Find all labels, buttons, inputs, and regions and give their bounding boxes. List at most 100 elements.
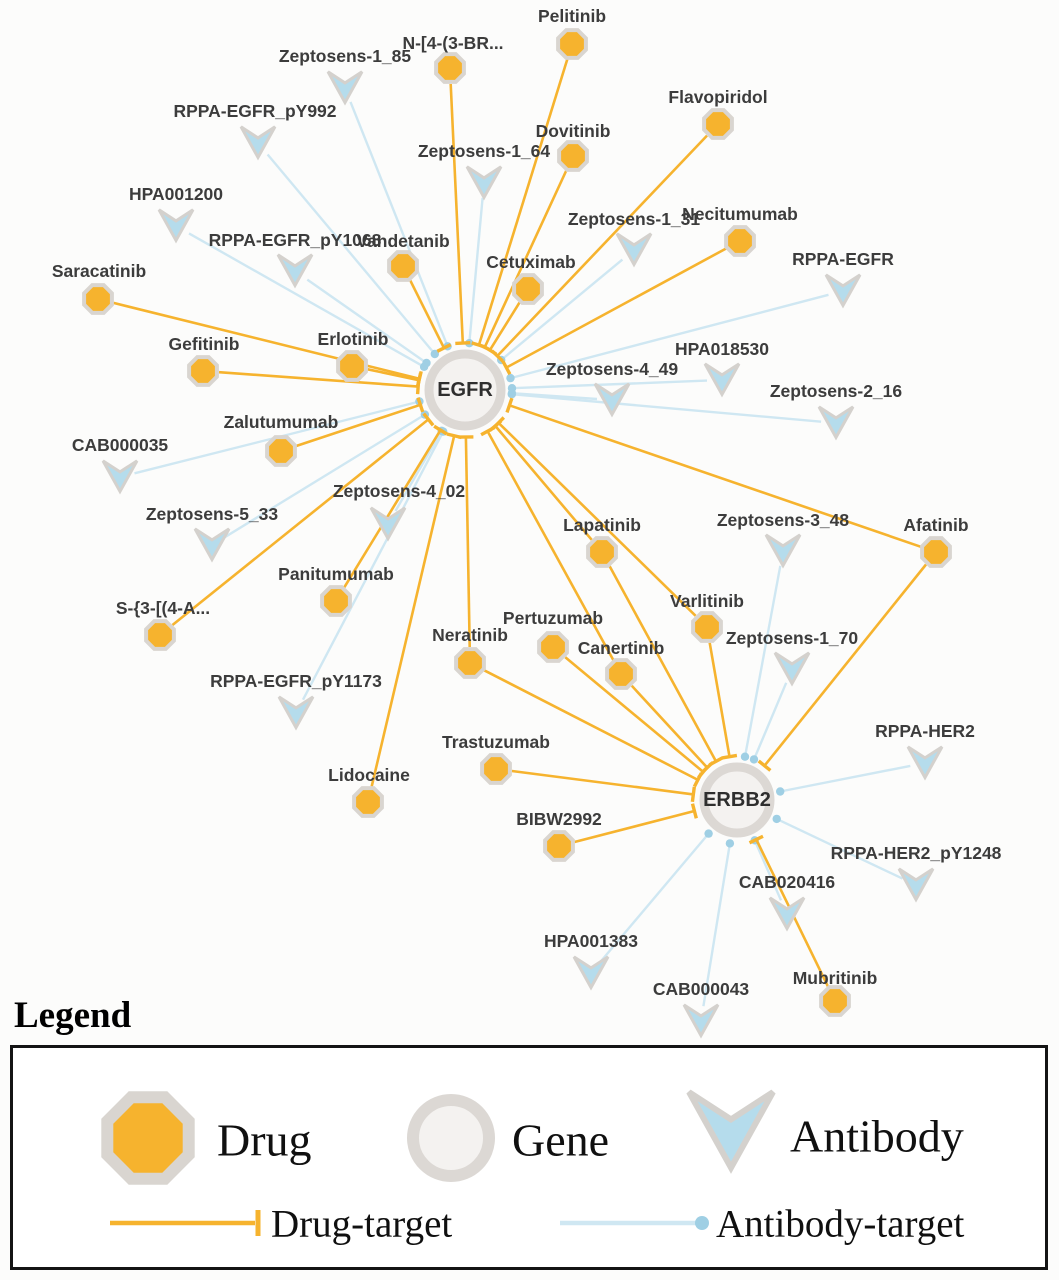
drug-target-edge — [574, 803, 698, 844]
antibody-node-hpa001200[interactable] — [157, 208, 195, 244]
node-label-necitumumab: Necitumumab — [682, 204, 798, 224]
legend-title: Legend — [14, 995, 132, 1036]
antibody-node-zeptosens-1-64[interactable] — [465, 165, 503, 201]
antibody-target-edge — [702, 839, 735, 1007]
gene-label-erbb2: ERBB2 — [703, 789, 771, 811]
drug-node-vandetanib[interactable] — [387, 250, 419, 282]
antibody-node-zeptosens-1-85[interactable] — [326, 70, 364, 106]
drug-node-zalutumumab[interactable] — [265, 435, 297, 467]
drug-target-edge — [449, 83, 471, 346]
edge-layer — [113, 58, 928, 1007]
antibody-node-cab000035[interactable] — [101, 459, 139, 495]
node-label-rppa-egfr-py1068: RPPA-EGFR_pY1068 — [209, 230, 382, 250]
drug-node-panitumumab[interactable] — [320, 585, 352, 617]
antibody-node-hpa001383[interactable] — [572, 955, 610, 991]
node-label-zeptosens-4-02: Zeptosens-4_02 — [333, 481, 466, 501]
node-label-afatinib: Afatinib — [903, 515, 968, 535]
legend-gene-icon — [407, 1094, 495, 1182]
node-label-vandetanib: Vandetanib — [356, 231, 449, 251]
legend-antibody-icon — [686, 1089, 776, 1174]
drug-target-edge — [630, 684, 714, 774]
antibody-target-edge — [465, 197, 484, 348]
node-label-neratinib: Neratinib — [432, 625, 508, 645]
antibody-node-rppa-egfr-py992[interactable] — [239, 125, 277, 161]
node-label-flavopiridol: Flavopiridol — [668, 87, 767, 107]
antibody-node-rppa-her2[interactable] — [906, 745, 944, 781]
antibody-node-cab000043[interactable] — [682, 1003, 720, 1039]
drug-target-edge — [492, 416, 697, 617]
node-label-rppa-egfr-py992: RPPA-EGFR_pY992 — [173, 101, 336, 121]
node-label-dovitinib: Dovitinib — [536, 121, 611, 141]
drug-node-saracatinib[interactable] — [82, 283, 114, 315]
node-label-trastuzumab: Trastuzumab — [442, 732, 550, 752]
drug-node-necitumumab[interactable] — [724, 225, 756, 257]
node-label-n-4-3-br: N-[4-(3-BR... — [402, 33, 503, 53]
antibody-target-edge — [776, 764, 911, 796]
antibody-node-zeptosens-1-70[interactable] — [773, 651, 811, 687]
antibody-target-edge — [497, 258, 624, 365]
gene-label-egfr: EGFR — [437, 379, 493, 401]
drug-node-trastuzumab[interactable] — [480, 753, 512, 785]
antibody-target-edge — [749, 682, 788, 764]
antibody-node-zeptosens-5-33[interactable] — [193, 527, 231, 563]
drug-target-edge — [490, 134, 708, 363]
drug-node-flavopiridol[interactable] — [702, 108, 734, 140]
drug-node-dovitinib[interactable] — [557, 140, 589, 172]
drug-target-edge — [458, 435, 474, 648]
node-label-varlitinib: Varlitinib — [670, 591, 744, 611]
antibody-target-edge — [772, 814, 904, 880]
node-label-zeptosens-2-16: Zeptosens-2_16 — [770, 381, 903, 401]
antibody-node-zeptosens-1-31[interactable] — [615, 232, 653, 268]
drug-node-cetuximab[interactable] — [512, 273, 544, 305]
node-label-s-3-4-a: S-{3-[(4-A... — [116, 598, 210, 618]
legend-antibody-target-label: Antibody-target — [716, 1202, 965, 1246]
drug-node-neratinib[interactable] — [454, 647, 486, 679]
drug-node-lidocaine[interactable] — [352, 786, 384, 818]
drug-target-edge — [505, 397, 922, 549]
drug-node-canertinib[interactable] — [605, 658, 637, 690]
drug-target-edge — [483, 669, 703, 788]
antibody-node-hpa018530[interactable] — [703, 362, 741, 398]
node-label-zalutumumab: Zalutumumab — [224, 412, 339, 432]
drug-node-s-3-4-a[interactable] — [144, 619, 176, 651]
node-label-zeptosens-1-64: Zeptosens-1_64 — [418, 141, 551, 161]
drug-target-edge — [409, 279, 452, 353]
antibody-node-rppa-her2-py1248[interactable] — [897, 867, 935, 903]
legend-drug-target-icon — [110, 1210, 261, 1236]
antibody-node-rppa-egfr-py1068[interactable] — [276, 253, 314, 289]
drug-node-bibw2992[interactable] — [543, 830, 575, 862]
drug-target-edge — [343, 424, 448, 588]
antibody-node-cab020416[interactable] — [768, 896, 806, 932]
drug-node-gefitinib[interactable] — [187, 355, 219, 387]
antibody-node-zeptosens-4-02[interactable] — [369, 506, 407, 542]
node-label-cab000043: CAB000043 — [653, 979, 750, 999]
node-label-mubritinib: Mubritinib — [793, 968, 878, 988]
antibody-node-rppa-egfr[interactable] — [824, 273, 862, 309]
node-label-hpa001383: HPA001383 — [544, 931, 638, 951]
antibody-node-zeptosens-2-16[interactable] — [817, 405, 855, 441]
drug-node-pelitinib[interactable] — [556, 28, 588, 60]
antibody-node-zeptosens-3-48[interactable] — [764, 533, 802, 569]
drug-target-edge — [295, 397, 425, 448]
drug-node-varlitinib[interactable] — [691, 611, 723, 643]
antibody-target-edge — [266, 153, 439, 359]
node-label-rppa-her2: RPPA-HER2 — [875, 721, 975, 741]
antibody-target-edge — [306, 278, 431, 368]
drug-node-lapatinib[interactable] — [586, 536, 618, 568]
antibody-target-edge — [740, 565, 782, 761]
gene-node-egfr[interactable] — [424, 349, 506, 431]
drug-node-erlotinib[interactable] — [336, 350, 368, 382]
drug-node-pertuzumab[interactable] — [537, 631, 569, 663]
node-label-cetuximab: Cetuximab — [486, 252, 575, 272]
node-label-zeptosens-4-49: Zeptosens-4_49 — [546, 359, 679, 379]
node-label-zeptosens-5-33: Zeptosens-5_33 — [146, 504, 279, 524]
drug-node-afatinib[interactable] — [920, 536, 952, 568]
gene-node-erbb2[interactable] — [699, 762, 775, 838]
drug-node-n-4-3-br[interactable] — [434, 52, 466, 84]
node-label-bibw2992: BIBW2992 — [516, 809, 602, 829]
antibody-node-rppa-egfr-py1173[interactable] — [277, 695, 315, 731]
drug-node-mubritinib[interactable] — [819, 985, 851, 1017]
antibody-node-zeptosens-4-49[interactable] — [593, 382, 631, 418]
node-label-hpa018530: HPA018530 — [675, 339, 769, 359]
antibody-target-edge — [506, 293, 829, 383]
